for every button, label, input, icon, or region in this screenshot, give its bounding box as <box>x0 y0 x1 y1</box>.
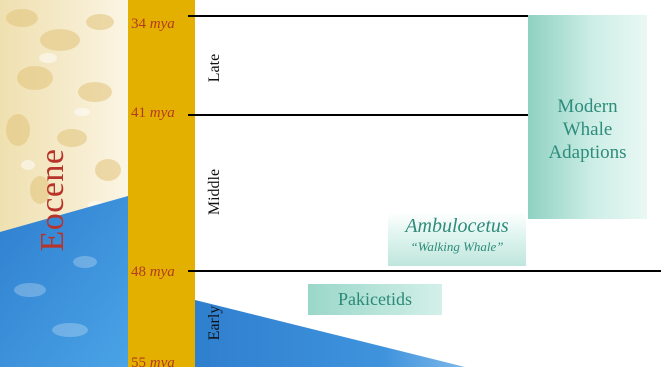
ambulocetus-box: Ambulocetus “Walking Whale” <box>388 212 526 266</box>
whale-box-line-2: Whale <box>528 118 647 141</box>
ambulocetus-nickname: “Walking Whale” <box>388 238 526 256</box>
timeline-band <box>128 0 195 367</box>
epoch-label-early: Early <box>206 306 224 341</box>
mya-value: 55 <box>131 355 146 367</box>
mya-label-55: 55 mya <box>131 354 193 367</box>
whale-box-line-3: Adaptions <box>528 141 647 164</box>
mya-unit: mya <box>150 264 175 280</box>
boundary-line-48 <box>195 270 661 272</box>
mya-value: 34 <box>131 16 146 32</box>
epoch-label-late: Late <box>206 54 224 82</box>
era-label: Eocene <box>34 148 72 251</box>
epoch-label-middle: Middle <box>206 169 224 215</box>
ambulocetus-name: Ambulocetus <box>388 214 526 238</box>
mya-unit: mya <box>150 355 175 367</box>
mya-unit: mya <box>150 16 175 32</box>
mya-value: 41 <box>131 105 146 121</box>
modern-whale-adaptions-box: Modern Whale Adaptions <box>528 15 647 219</box>
mya-label-48: 48 mya <box>131 263 193 281</box>
boundary-line-34 <box>195 15 528 17</box>
pakicetids-box: Pakicetids <box>308 284 442 315</box>
mya-unit: mya <box>150 105 175 121</box>
mya-value: 48 <box>131 264 146 280</box>
boundary-line-41 <box>195 114 528 116</box>
mya-label-41: 41 mya <box>131 104 193 122</box>
mya-label-34: 34 mya <box>131 15 193 33</box>
whale-box-line-1: Modern <box>528 95 647 118</box>
